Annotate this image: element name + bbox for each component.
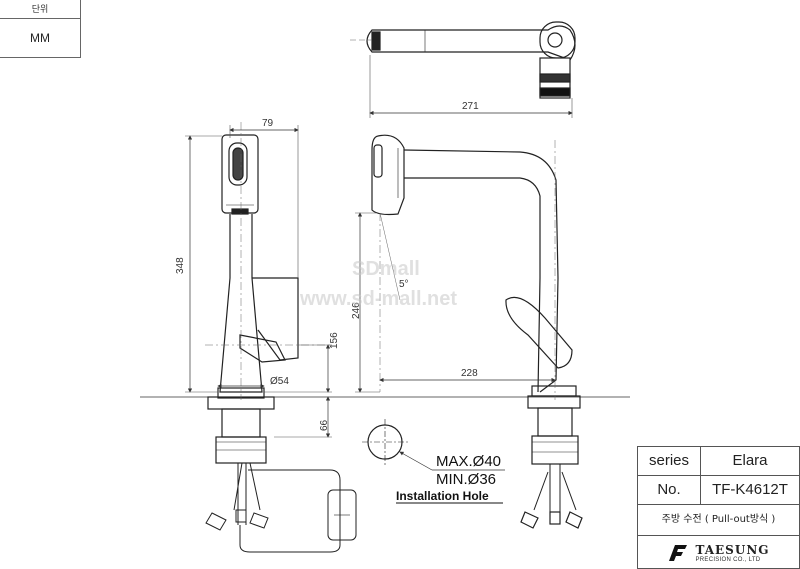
dim-top-length: 271 [462, 101, 479, 112]
unit-header: 단위 [0, 0, 80, 19]
dim-below-deck: 66 [319, 419, 330, 431]
watermark-url: www.sd-mall.net [299, 288, 457, 310]
series-value: Elara [732, 452, 768, 469]
taesung-logo-icon [667, 543, 689, 563]
unit-value: MM [30, 31, 50, 45]
model-label: No. [638, 476, 701, 504]
dim-base-diameter: Ø54 [270, 376, 289, 387]
installation-hole-symbol [362, 419, 505, 471]
install-max: MAX.Ø40 [436, 453, 501, 470]
unit-box: 단위 MM [0, 0, 81, 58]
title-block: series Elara No. TF-K4612T 주방 수전 ( Pull-… [637, 446, 800, 569]
dim-angle: 5° [399, 279, 409, 290]
install-label: Installation Hole [396, 489, 489, 503]
dim-width: 79 [262, 118, 274, 129]
side-view [371, 134, 583, 529]
company-logo: TAESUNG PRECISION CO., LTD [638, 536, 799, 569]
series-label: series [638, 447, 701, 475]
front-hoses [205, 469, 357, 553]
dim-reach: 228 [461, 368, 478, 379]
top-view [366, 21, 576, 99]
install-min: MIN.Ø36 [436, 471, 496, 488]
watermark-title: SDmall [352, 258, 420, 280]
product-description: 주방 수전 ( Pull-out방식 ) [638, 505, 799, 536]
company-name: TAESUNG [695, 542, 770, 557]
dim-height: 348 [175, 257, 186, 274]
company-subtitle: PRECISION CO., LTD [695, 556, 761, 563]
model-value: TF-K4612T [712, 481, 788, 498]
series-row: series Elara [638, 447, 799, 476]
model-row: No. TF-K4612T [638, 476, 799, 505]
dim-lever-height: 156 [329, 332, 340, 349]
dim-spout-height: 246 [351, 302, 362, 319]
front-view [207, 134, 299, 525]
